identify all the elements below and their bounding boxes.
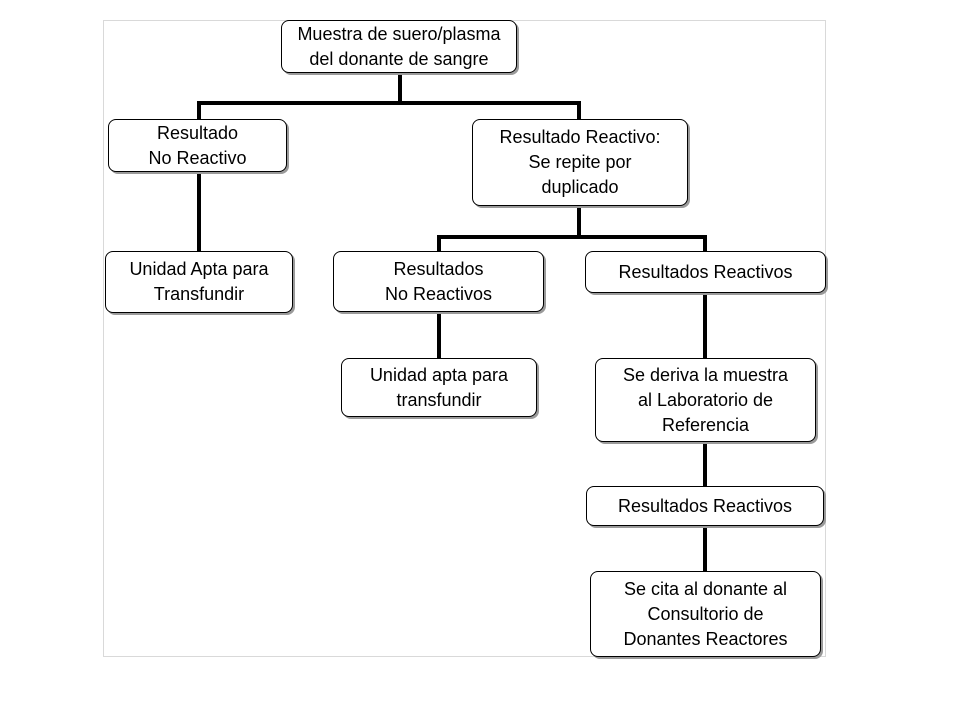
node-line: Se repite por	[528, 152, 632, 172]
node-donor-cited: Se cita al donante al Consultorio de Don…	[590, 571, 821, 657]
node-reactive-results-1: Resultados Reactivos	[585, 251, 826, 293]
node-line: Muestra de suero/plasma	[297, 23, 501, 44]
node-reactive-results-2: Resultados Reactivos	[586, 486, 824, 526]
node-non-reactive-results: Resultados No Reactivos	[333, 251, 544, 312]
node-line: Unidad apta para	[369, 364, 509, 385]
node-text: Resultados Reactivos	[618, 494, 792, 519]
node-sample: Muestra de suero/plasma del donante de s…	[281, 20, 517, 73]
node-text: Unidad apta para transfundir	[370, 363, 508, 413]
node-apt-unit-1: Unidad Apta para Transfundir	[105, 251, 293, 313]
node-text: Se deriva la muestra al Laboratorio de R…	[623, 363, 788, 438]
node-line: del donante de sangre	[309, 48, 489, 69]
node-line: Resultados Reactivos	[617, 495, 793, 516]
node-line: Resultado Reactivo:	[499, 127, 661, 147]
node-line: al Laboratorio de	[637, 389, 774, 410]
node-line: Resultados	[393, 258, 484, 279]
node-reference-lab: Se deriva la muestra al Laboratorio de R…	[595, 358, 816, 442]
node-line: No Reactivos	[384, 283, 493, 304]
node-line: Se cita al donante al	[623, 578, 788, 599]
node-line: Donantes Reactores	[623, 628, 788, 649]
node-line: Unidad Apta para	[129, 259, 269, 279]
node-non-reactive: Resultado No Reactivo	[108, 119, 287, 172]
node-text: Resultados Reactivos	[618, 260, 792, 285]
node-line: duplicado	[541, 177, 619, 197]
node-line: transfundir	[396, 389, 482, 410]
node-line: Consultorio de	[647, 603, 764, 624]
node-text: Se cita al donante al Consultorio de Don…	[623, 577, 787, 652]
node-text: Unidad Apta para Transfundir	[129, 257, 268, 307]
node-apt-unit-2: Unidad apta para transfundir	[341, 358, 537, 417]
node-text: Resultado Reactivo: Se repite por duplic…	[499, 125, 660, 200]
connector-reactive-to-duplicates	[437, 204, 707, 253]
node-text: Muestra de suero/plasma del donante de s…	[297, 22, 500, 72]
node-line: Referencia	[661, 414, 750, 435]
node-line: Resultados Reactivos	[618, 261, 793, 282]
connector-sample-to-results	[197, 71, 581, 121]
node-line: Se deriva la muestra	[622, 364, 789, 385]
node-reactive: Resultado Reactivo: Se repite por duplic…	[472, 119, 688, 206]
node-line: Transfundir	[153, 284, 245, 304]
node-line: No Reactivo	[148, 147, 247, 168]
node-text: Resultado No Reactivo	[148, 121, 246, 171]
node-text: Resultados No Reactivos	[385, 257, 492, 307]
node-line: Resultado	[156, 122, 239, 143]
